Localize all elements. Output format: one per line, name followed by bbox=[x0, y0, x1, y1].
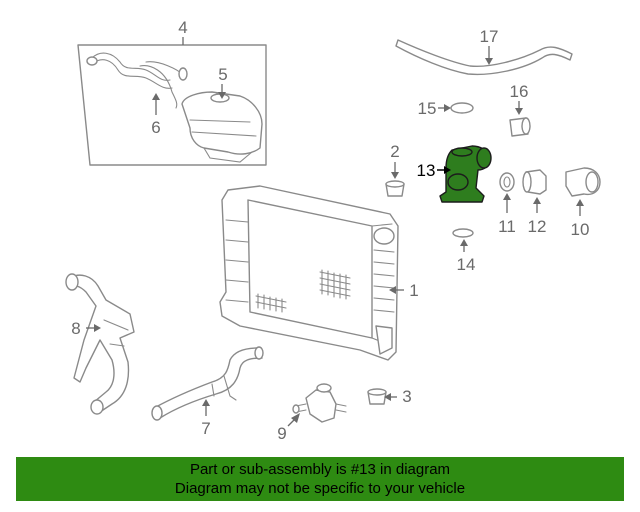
callout-14: 14 bbox=[457, 255, 476, 274]
callout-16: 16 bbox=[510, 82, 529, 101]
radiator bbox=[219, 185, 399, 361]
callout-15: 15 bbox=[418, 99, 437, 118]
callout-8: 8 bbox=[71, 319, 80, 338]
callout-9: 9 bbox=[277, 424, 286, 443]
banner-line-2: Diagram may not be specific to your vehi… bbox=[174, 480, 466, 497]
callout-11: 11 bbox=[498, 217, 516, 236]
banner-line-1: Part or sub-assembly is #13 in diagram bbox=[189, 461, 451, 478]
valve-assembly bbox=[292, 383, 347, 423]
callout-10: 10 bbox=[571, 220, 590, 239]
reservoir-assembly-group bbox=[77, 44, 267, 166]
parts-diagram: 4 5 6 17 15 16 2 13 11 12 10 bbox=[65, 18, 601, 443]
callout-6: 6 bbox=[151, 118, 160, 137]
callout-3: 3 bbox=[402, 387, 411, 406]
callout-17: 17 bbox=[480, 27, 499, 46]
upper-hose bbox=[65, 273, 135, 415]
callout-7: 7 bbox=[201, 419, 210, 438]
callout-2: 2 bbox=[390, 142, 399, 161]
callout-13: 13 bbox=[417, 161, 436, 180]
callout-4: 4 bbox=[178, 18, 187, 37]
lower-hose bbox=[151, 346, 264, 421]
callout-12: 12 bbox=[528, 217, 547, 236]
part-13-highlighted bbox=[439, 145, 492, 203]
callout-5: 5 bbox=[218, 65, 227, 84]
info-banner: Part or sub-assembly is #13 in diagram D… bbox=[16, 457, 624, 501]
callout-1: 1 bbox=[409, 281, 418, 300]
